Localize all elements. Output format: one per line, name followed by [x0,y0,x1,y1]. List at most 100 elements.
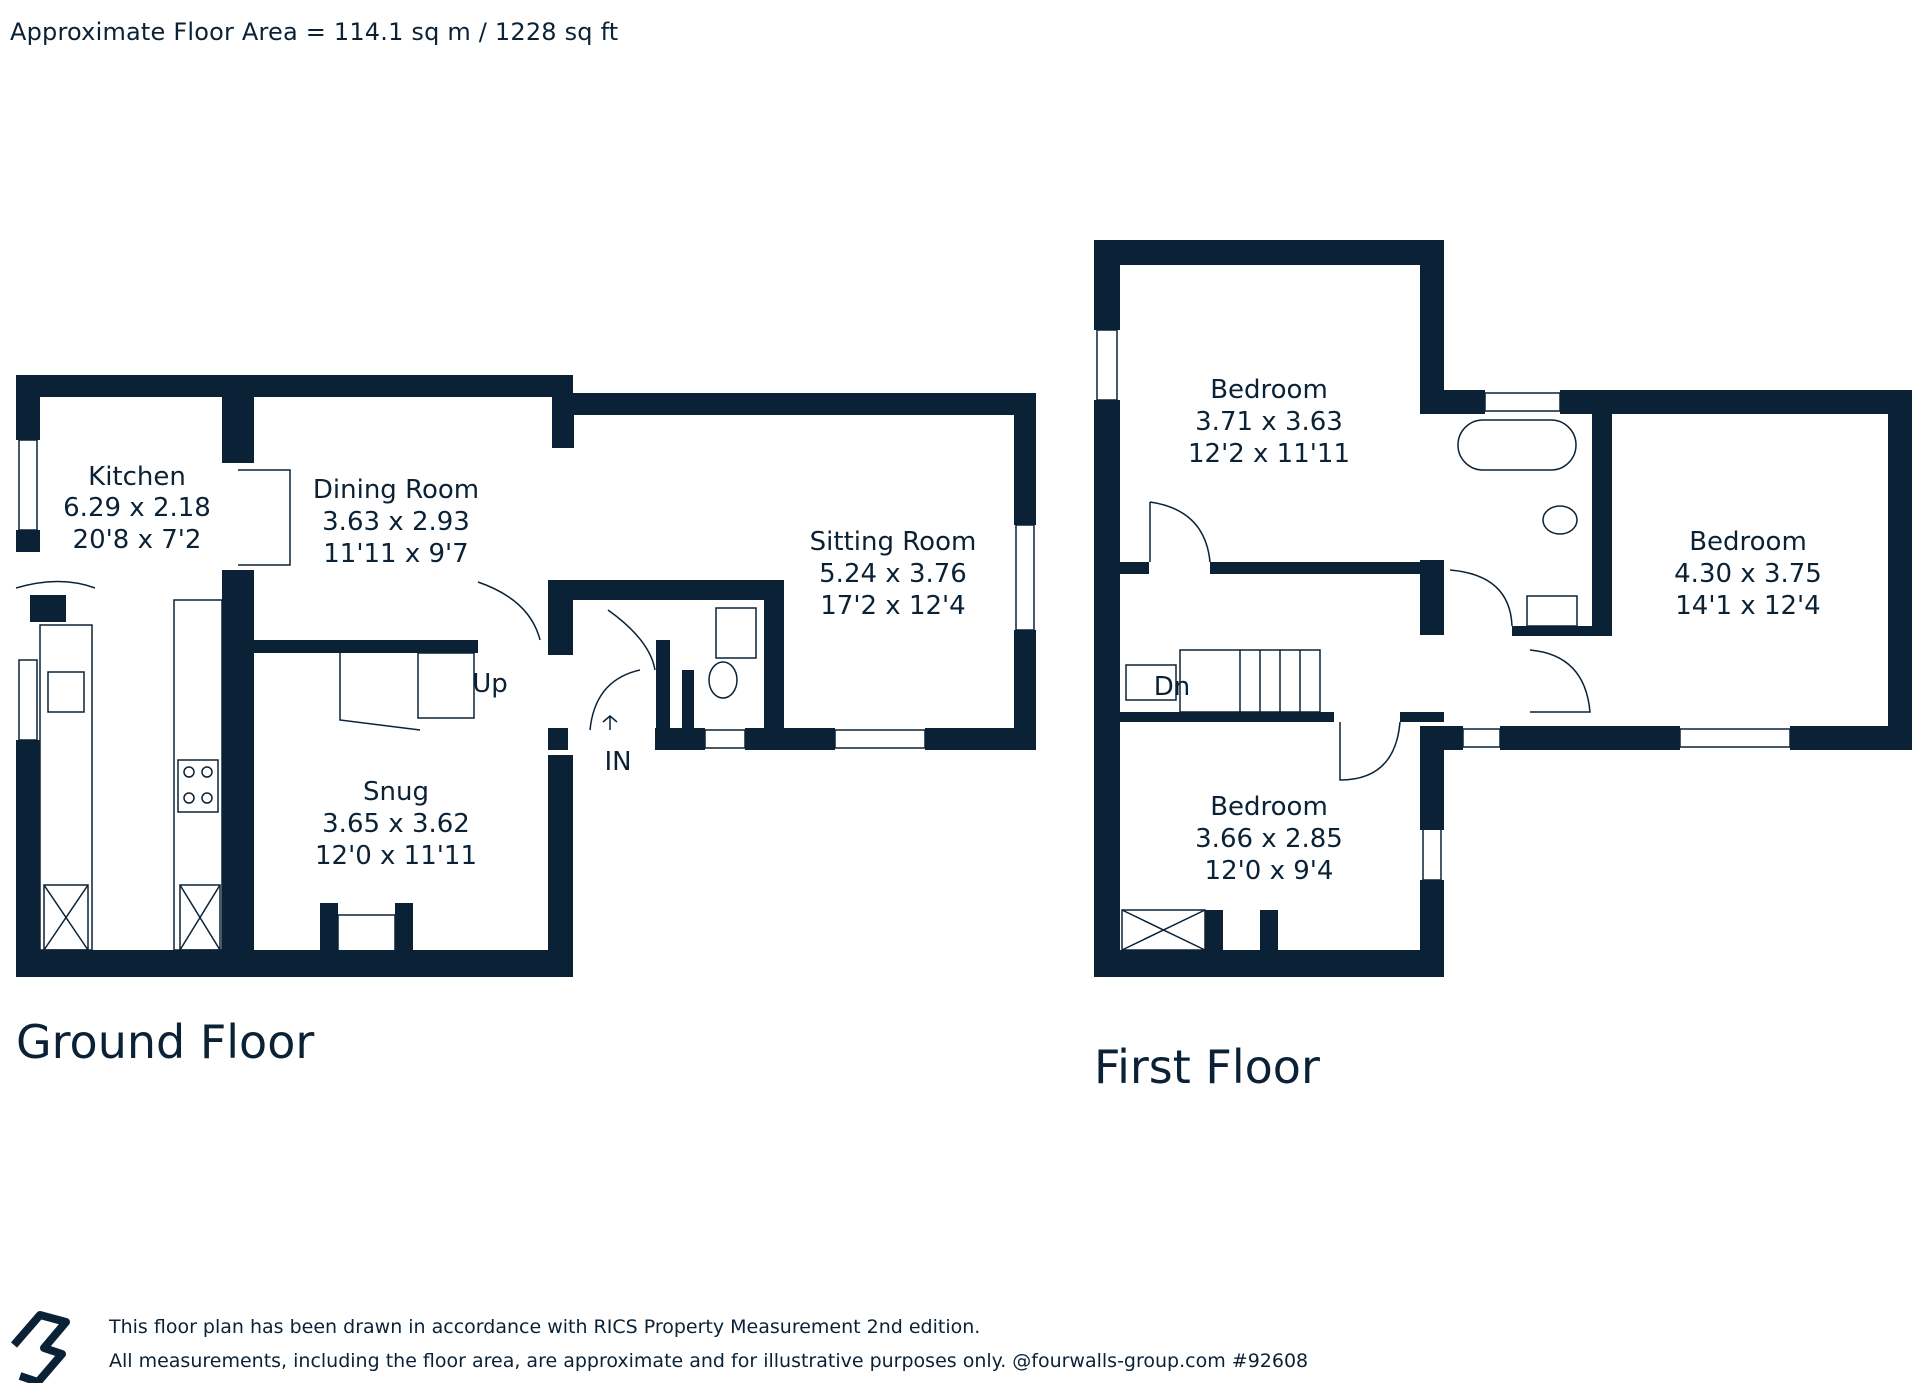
hob-ring-icon [183,766,195,778]
wall [1592,414,1612,636]
window-icon [18,659,38,741]
wall [1420,390,1485,414]
bedroom-right-metric: 4.30 x 3.75 [1674,559,1822,589]
dining-room-imperial: 11'11 x 9'7 [323,539,468,569]
wall [1094,400,1120,977]
wall [1094,240,1444,265]
entrance-label: IN [604,747,631,777]
hob-ring-icon [201,792,213,804]
wall [1560,390,1912,414]
bedroom-bottom-name: Bedroom [1210,792,1328,822]
ground-floor-plan [16,375,1036,977]
wall [1014,630,1036,750]
appliance [179,884,221,951]
door-arc-icon [1149,501,1211,563]
basin-icon [1526,595,1578,627]
wall [1210,562,1420,574]
door-arc-icon [607,609,656,671]
window-icon [704,729,746,749]
bedroom-top-imperial: 12'2 x 11'11 [1188,439,1350,469]
door-arc-icon [1449,569,1513,627]
wall [552,393,1036,415]
window-icon [18,439,38,531]
room-labels: Kitchen 6.29 x 2.18 20'8 x 7'2 Dining Ro… [63,375,1822,886]
fireplace-icon [337,914,396,956]
wall [16,530,40,552]
up-arrow-icon [602,715,618,730]
wall [1420,560,1444,635]
wall [682,670,694,730]
wall [1014,393,1036,525]
footer-disclaimer-line-1: This floor plan has been drawn in accord… [109,1316,981,1338]
stairs-icon [417,652,475,719]
ground-floor-title: Ground Floor [16,1015,315,1069]
wall [656,640,670,750]
cupboard-icon [1121,909,1206,951]
wall [925,728,1036,750]
door-arc-icon [1529,649,1591,713]
wall [16,740,40,977]
wall [16,375,40,440]
wall [1114,712,1334,722]
door-arc-icon [589,669,641,731]
wall [1094,240,1120,330]
hob-ring-icon [183,792,195,804]
french-door-icon [238,469,291,566]
floor-area-text: Approximate Floor Area = 114.1 sq m / 12… [10,18,619,46]
stairs-icon [1125,664,1177,701]
wall [320,903,338,963]
stairs-up-label: Up [472,669,508,699]
wall [1888,390,1912,750]
wall [222,393,254,463]
first-floor-plan [1094,240,1912,977]
wall [1114,562,1149,574]
first-floor-title: First Floor [1094,1040,1320,1094]
snug-name: Snug [363,777,429,807]
bath-icon [1457,419,1577,471]
wall [222,570,254,950]
kitchen-counter [173,599,223,951]
wall [548,728,568,750]
wall [245,640,478,653]
wall [1420,730,1444,830]
wall [1400,712,1444,722]
bedroom-bottom-imperial: 12'0 x 9'4 [1205,856,1334,886]
wall [16,375,573,397]
dining-room-metric: 3.63 x 2.93 [322,507,470,537]
bedroom-top-metric: 3.71 x 3.63 [1195,407,1343,437]
wall [1420,880,1444,977]
wall [1205,910,1223,965]
bedroom-bottom-metric: 3.66 x 2.85 [1195,824,1343,854]
wall [395,903,413,963]
wall [1420,240,1444,390]
wall [548,755,573,977]
toilet-icon [1542,505,1578,535]
kitchen-name: Kitchen [88,462,186,492]
window-icon [1422,799,1442,881]
wall [30,595,66,622]
wall [1500,726,1680,750]
wall [548,580,778,600]
bedroom-right-name: Bedroom [1689,527,1807,557]
stairs-icon [1239,650,1301,712]
wall [1260,910,1278,965]
door-arc-icon [477,581,541,641]
hob-icon [177,759,219,813]
sitting-room-imperial: 17'2 x 12'4 [820,591,965,621]
hob-ring-icon [201,766,213,778]
stairs-down-label: Dn [1154,672,1191,702]
window-icon [1679,728,1791,748]
basin-icon [715,607,757,659]
bedroom-right-imperial: 14'1 x 12'4 [1675,591,1820,621]
window-icon [834,729,926,749]
snug-metric: 3.65 x 3.62 [322,809,470,839]
wall [1790,726,1912,750]
fourwalls-logo-icon [10,1311,70,1383]
window-icon [1096,329,1118,401]
first-floor-fittings [1096,329,1791,951]
wall [16,950,573,977]
stairs-icon [1179,649,1321,713]
window-icon [1484,392,1561,412]
door-arc-icon [15,580,96,589]
toilet-icon [708,661,738,699]
